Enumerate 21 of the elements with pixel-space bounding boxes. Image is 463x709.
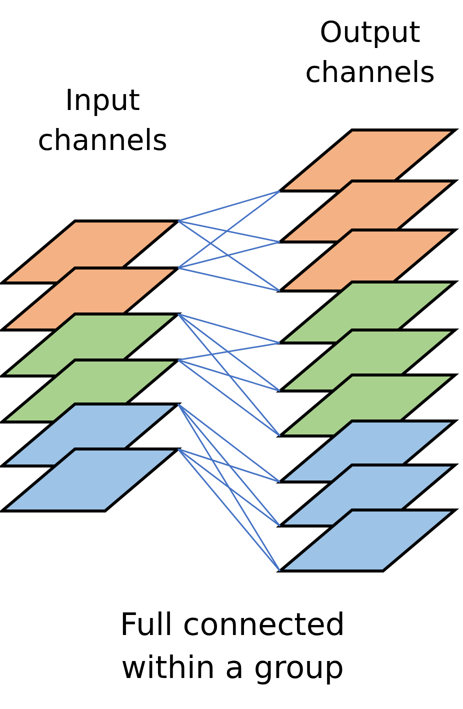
connection-line	[178, 220, 280, 292]
caption: Full connected within a group	[118, 606, 346, 688]
connection-line	[178, 241, 280, 269]
connection-line	[177, 404, 281, 572]
connection-line	[178, 190, 280, 269]
connection-line	[178, 342, 280, 361]
column-heading: Output channels	[304, 14, 436, 91]
connection-line	[178, 313, 280, 392]
connection-line	[178, 359, 280, 437]
connection-line	[178, 448, 280, 483]
connection-line	[177, 448, 281, 572]
connection-line	[178, 267, 280, 292]
connection-line	[178, 448, 280, 527]
connection-line	[178, 403, 280, 483]
connection-line	[178, 190, 280, 222]
connection-line	[178, 359, 280, 392]
connection-line	[177, 404, 281, 526]
connection-line	[178, 220, 280, 243]
column-heading: Input channels	[36, 82, 168, 159]
connection-line	[178, 313, 280, 344]
connection-line	[177, 314, 281, 436]
